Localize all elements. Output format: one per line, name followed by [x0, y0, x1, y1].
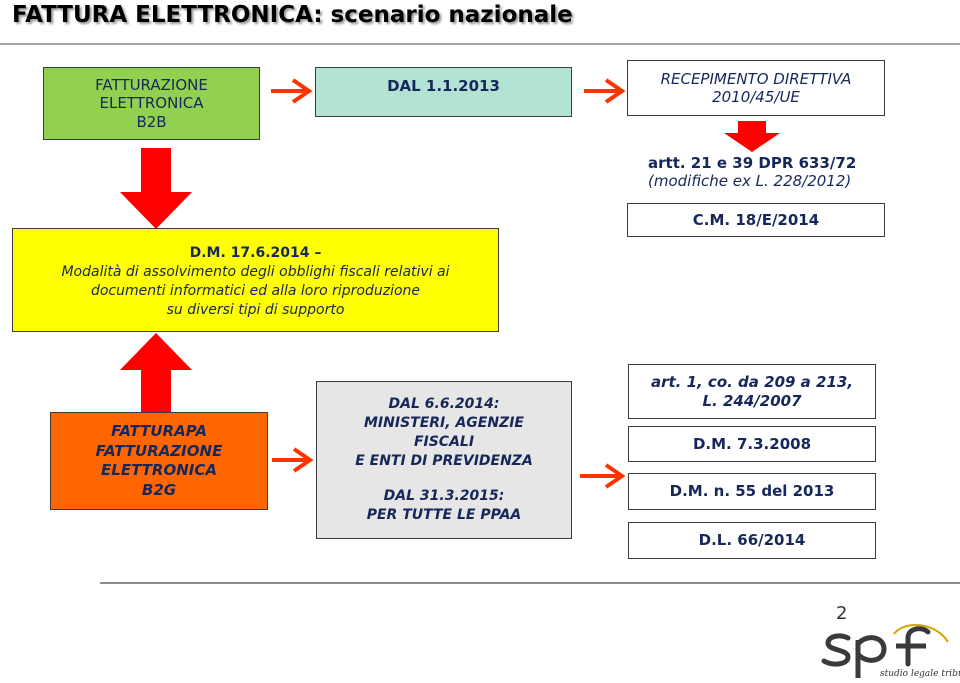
artt-line-1: artt. 21 e 39 DPR 633/72: [648, 154, 857, 172]
dal-662014-box: DAL 6.6.2014: MINISTERI, AGENZIE FISCALI…: [316, 381, 572, 539]
b2b-line-2: ELETTRONICA: [99, 94, 204, 113]
law-ref-2-text: D.M. 7.3.2008: [692, 434, 811, 453]
dal-662014-line-1: DAL 6.6.2014:: [388, 395, 500, 412]
page-title: FATTURA ELETTRONICA: scenario nazionale: [12, 2, 573, 28]
footer-divider: [100, 582, 960, 584]
dal-2013-box: DAL 1.1.2013: [315, 67, 572, 117]
right-arrow-icon: [584, 78, 626, 104]
fatturapa-line-2: FATTURAZIONE: [95, 441, 223, 460]
dal-2013-text: DAL 1.1.2013: [387, 77, 500, 95]
fatturapa-line-1: FATTURAPA: [111, 422, 207, 440]
down-arrow-icon: [120, 148, 192, 229]
law-ref-box-2: D.M. 7.3.2008: [628, 426, 876, 462]
dm-2014-line-3: su diversi tipi di supporto: [166, 301, 345, 318]
dal-662014-line-7: PER TUTTE LE PPAA: [366, 507, 522, 524]
b2b-line-1: FATTURAZIONE: [95, 76, 208, 95]
b2b-box: FATTURAZIONE ELETTRONICA B2B: [43, 67, 260, 140]
recepimento-box: RECEPIMENTO DIRETTIVA 2010/45/UE: [627, 60, 885, 116]
spf-logo-mark: [821, 623, 949, 678]
artt-line-2: (modifiche ex L. 228/2012): [648, 172, 852, 190]
law-ref-box-4: D.L. 66/2014: [628, 522, 876, 559]
dm-2014-line-2: documenti informatici ed alla loro ripro…: [90, 283, 421, 299]
dm-2014-box: D.M. 17.6.2014 – Modalità di assolviment…: [12, 228, 499, 332]
dm-2014-line-1: Modalità di assolvimento degli obblighi …: [61, 264, 450, 281]
cm-box: C.M. 18/E/2014: [627, 203, 885, 237]
right-arrow-icon: [272, 447, 314, 473]
law-ref-4-text: D.L. 66/2014: [698, 531, 806, 550]
recepimento-line-1: RECEPIMENTO DIRETTIVA: [660, 69, 852, 88]
law-ref-box-3: D.M. n. 55 del 2013: [628, 473, 876, 510]
cm-text: C.M. 18/E/2014: [692, 210, 820, 229]
dm-2014-header: D.M. 17.6.2014 –: [189, 245, 322, 262]
title-divider: [0, 43, 960, 45]
law-ref-box-1: art. 1, co. da 209 a 213, L. 244/2007: [628, 364, 876, 419]
right-arrow-icon: [271, 78, 313, 104]
spf-logo-tagline: studio legale tributario: [880, 669, 960, 679]
dal-662014-line-3: FISCALI: [413, 433, 475, 450]
up-arrow-icon: [120, 333, 192, 414]
fatturapa-line-4: B2G: [141, 480, 177, 499]
down-arrow-icon: [724, 121, 780, 152]
fatturapa-box: FATTURAPA FATTURAZIONE ELETTRONICA B2G: [50, 412, 268, 510]
dal-662014-line-4: E ENTI DI PREVIDENZA: [355, 452, 533, 469]
law-ref-1-line-1: art. 1, co. da 209 a 213,: [650, 373, 854, 392]
dal-662014-line-6: DAL 31.3.2015:: [383, 488, 505, 505]
dal-662014-line-2: MINISTERI, AGENZIE: [364, 414, 524, 431]
law-ref-3-text: D.M. n. 55 del 2013: [669, 482, 835, 501]
right-arrow-icon: [580, 463, 626, 489]
artt-note: artt. 21 e 39 DPR 633/72 (modifiche ex L…: [648, 154, 888, 190]
recepimento-line-2: 2010/45/UE: [712, 88, 800, 106]
law-ref-1-line-2: L. 244/2007: [702, 391, 802, 410]
spf-logo: studio legale tributario: [818, 623, 960, 680]
page-number: 2: [836, 603, 848, 624]
fatturapa-line-3: ELETTRONICA: [101, 461, 217, 479]
b2b-line-3: B2B: [136, 112, 167, 131]
